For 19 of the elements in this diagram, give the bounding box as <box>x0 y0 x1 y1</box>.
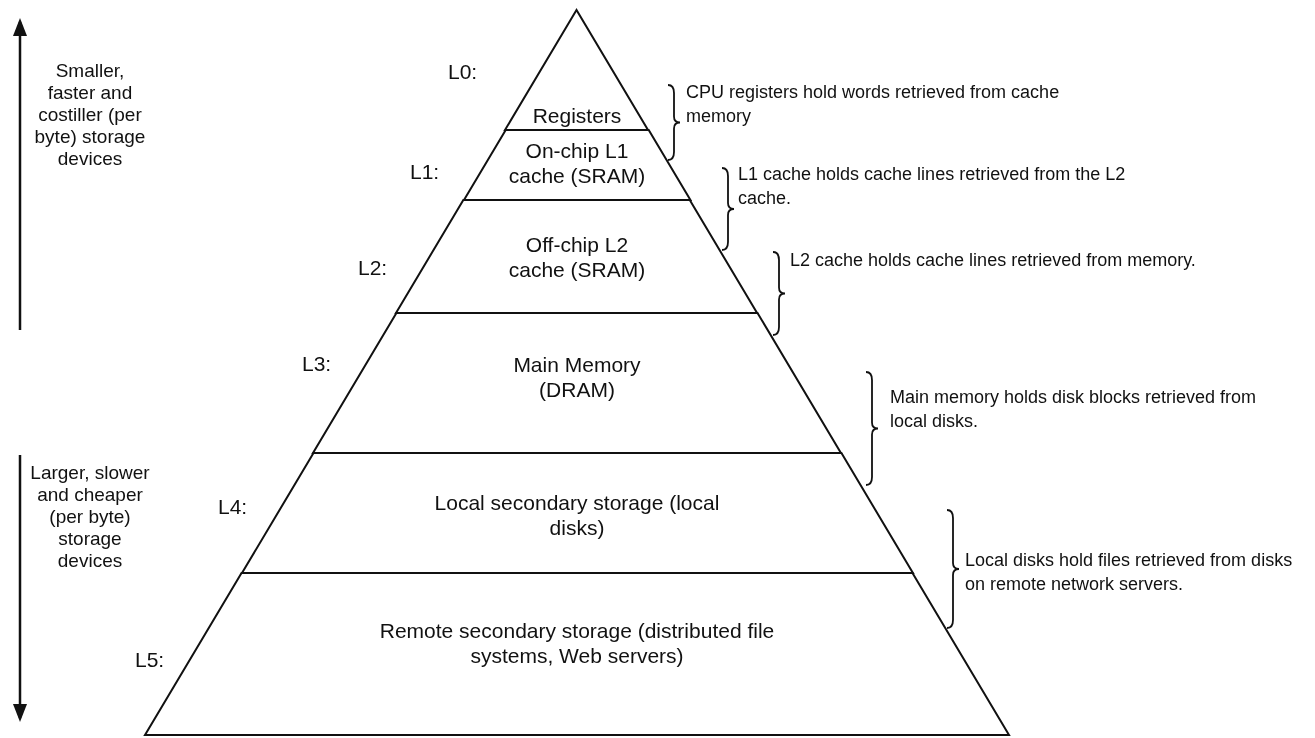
side-note: Smaller, faster and costiller (per byte) storage devices <box>33 60 147 170</box>
level-description: L2 cache holds cache lines retrieved from memory. <box>790 249 1197 272</box>
level-name: Off-chip L2 cache (SRAM) <box>507 232 647 282</box>
level-name: Registers <box>531 103 623 128</box>
level-name: Local secondary storage (local disks) <box>433 490 721 540</box>
level-name: Main Memory (DRAM) <box>512 352 642 402</box>
level-description: CPU registers hold words retrieved from cache memory <box>686 81 1061 128</box>
side-note: Larger, slower and cheaper (per byte) storage devices <box>30 462 150 572</box>
level-description: L1 cache holds cache lines retrieved from the L2 cache. <box>738 163 1127 210</box>
level-label: L3: <box>302 352 332 376</box>
level-name: On-chip L1 cache (SRAM) <box>507 138 647 188</box>
level-label: L1: <box>410 160 440 184</box>
level-name: Remote secondary storage (distributed file systems, Web servers) <box>378 618 776 668</box>
level-label: L0: <box>448 60 478 84</box>
level-description: Main memory holds disk blocks retrieved from local disks. <box>890 386 1258 433</box>
level-label: L5: <box>135 648 165 672</box>
level-label: L4: <box>218 495 248 519</box>
level-description: Local disks hold files retrieved from disks on remote network servers. <box>965 549 1294 596</box>
level-label: L2: <box>358 256 388 280</box>
